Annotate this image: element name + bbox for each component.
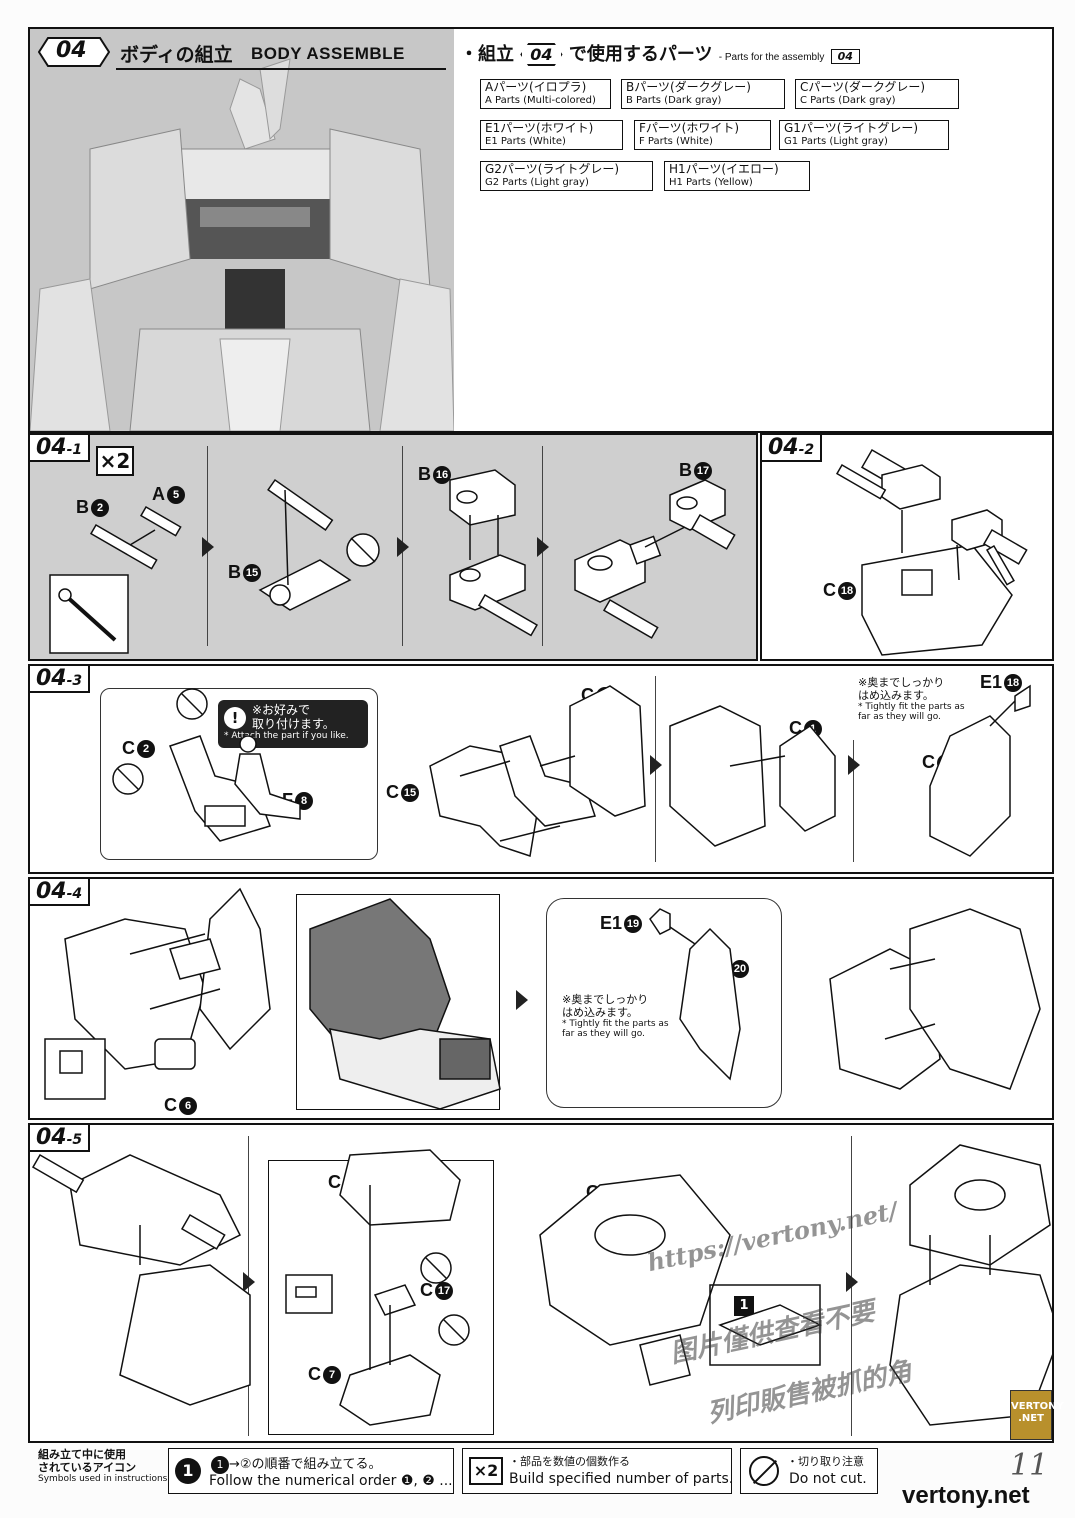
step-number: 04 <box>56 38 87 63</box>
site-watermark: vertony.net <box>902 1482 1030 1509</box>
step-04-4-label: 04-4 <box>30 879 91 906</box>
optional-note-jp: ※お好みで 取り付けます。 <box>252 703 335 731</box>
optional-note-en: * Attach the part if you like. <box>224 731 349 741</box>
section-title: 04 ボディの組立 BODY ASSEMBLE <box>36 35 446 70</box>
next-arrow <box>243 1272 255 1292</box>
optional-callout <box>100 688 378 860</box>
next-arrow <box>846 1272 858 1292</box>
parts-title-step: 04 <box>520 43 562 66</box>
photo-area: 04 ボディの組立 BODY ASSEMBLE <box>30 29 454 431</box>
footer-multiply: ×2 ・部品を数値の個数作る Build specified number of… <box>462 1448 734 1494</box>
footer-nocut: ・切り取り注意 Do not cut. <box>740 1448 878 1494</box>
tight-note-2: ※奥までしっかり はめ込みます。 * Tightly fit the parts… <box>562 993 669 1039</box>
parts-box-h1: H1パーツ(イエロー)H1 Parts (Yellow) <box>664 161 810 191</box>
symbols-jp: 組み立て中に使用 されているアイコン <box>38 1448 137 1474</box>
parts-title-step-small: 04 <box>830 49 860 64</box>
warning-icon: ! <box>224 707 246 729</box>
parts-box-c: Cパーツ(ダークグレー)C Parts (Dark gray) <box>795 79 959 109</box>
tight-note-1: ※奥までしっかり はめ込みます。 * Tightly fit the parts… <box>858 676 965 722</box>
next-arrow <box>516 990 528 1010</box>
title-jp: ボディの組立 <box>120 44 233 66</box>
multiplier-icon: ×2 <box>96 446 134 476</box>
page-number: 11 <box>1010 1448 1049 1483</box>
multiply-jp: ・部品を数値の個数作る <box>509 1455 630 1468</box>
title-rule <box>116 68 446 70</box>
tight-callout <box>546 898 782 1108</box>
nocut-jp: ・切り取り注意 <box>787 1455 864 1468</box>
title-en: BODY ASSEMBLE <box>251 44 405 63</box>
parts-title-en: - Parts for the assembly <box>718 52 825 63</box>
parts-box-f: Fパーツ(ホワイト)F Parts (White) <box>634 120 771 150</box>
no-cut-icon <box>749 1456 779 1486</box>
step-04-5-label: 04-5 <box>30 1125 91 1152</box>
footer-order: 1 1→②の順番で組み立てる。 Follow the numerical ord… <box>168 1448 454 1494</box>
step-04-1-label: 04-1 <box>30 435 91 462</box>
parts-box-g1: G1パーツ(ライトグレー)G1 Parts (Light gray) <box>779 120 949 150</box>
parts-title: ・組立 04 で使用するパーツ - Parts for the assembly… <box>460 40 860 66</box>
next-arrow <box>848 755 860 775</box>
parts-box-g2: G2パーツ(ライトグレー)G2 Parts (Light gray) <box>480 161 653 191</box>
step-04-4-drawing <box>44 887 1041 1110</box>
divider <box>853 740 854 862</box>
parts-title-pre: ・組立 <box>460 44 514 65</box>
order-icon: 1 <box>175 1458 201 1484</box>
step-04-2-drawing <box>835 448 1028 656</box>
step-04-5-drawing <box>31 1144 1052 1426</box>
parts-box-e1: E1パーツ(ホワイト)E1 Parts (White) <box>480 120 623 150</box>
parts-box-a: Aパーツ(イロプラ)A Parts (Multi-colored) <box>480 79 611 109</box>
step-04-3-label: 04-3 <box>30 666 91 693</box>
step-04-2-label: 04-2 <box>762 435 823 462</box>
parts-title-post: で使用するパーツ <box>568 44 713 65</box>
vertony-logo: VERTONY .NET <box>1010 1390 1064 1440</box>
next-arrow <box>397 537 409 557</box>
order-jp: 1→②の順番で組み立てる。 <box>209 1453 382 1474</box>
next-arrow <box>537 537 549 557</box>
multiply-icon: ×2 <box>469 1457 503 1485</box>
nocut-en: Do not cut. <box>789 1471 867 1487</box>
next-arrow <box>202 537 214 557</box>
next-arrow <box>650 755 662 775</box>
step-04-3-drawing <box>112 684 1031 857</box>
order-en: Follow the numerical order ❶, ❷ ... <box>209 1473 453 1489</box>
robot-photo <box>30 29 454 431</box>
multiply-en: Build specified number of parts. <box>509 1471 734 1487</box>
step-badge-outline <box>38 37 110 67</box>
symbols-en: Symbols used in instructions <box>38 1474 168 1484</box>
symbols-legend: 組み立て中に使用 されているアイコン Symbols used in instr… <box>38 1448 168 1484</box>
parts-section: ・組立 04 で使用するパーツ - Parts for the assembly… <box>460 35 1050 205</box>
step-04-1-drawing <box>49 469 736 654</box>
parts-box-b: Bパーツ(ダークグレー)B Parts (Dark gray) <box>621 79 785 109</box>
order-marker-1: 1 <box>734 1296 754 1316</box>
